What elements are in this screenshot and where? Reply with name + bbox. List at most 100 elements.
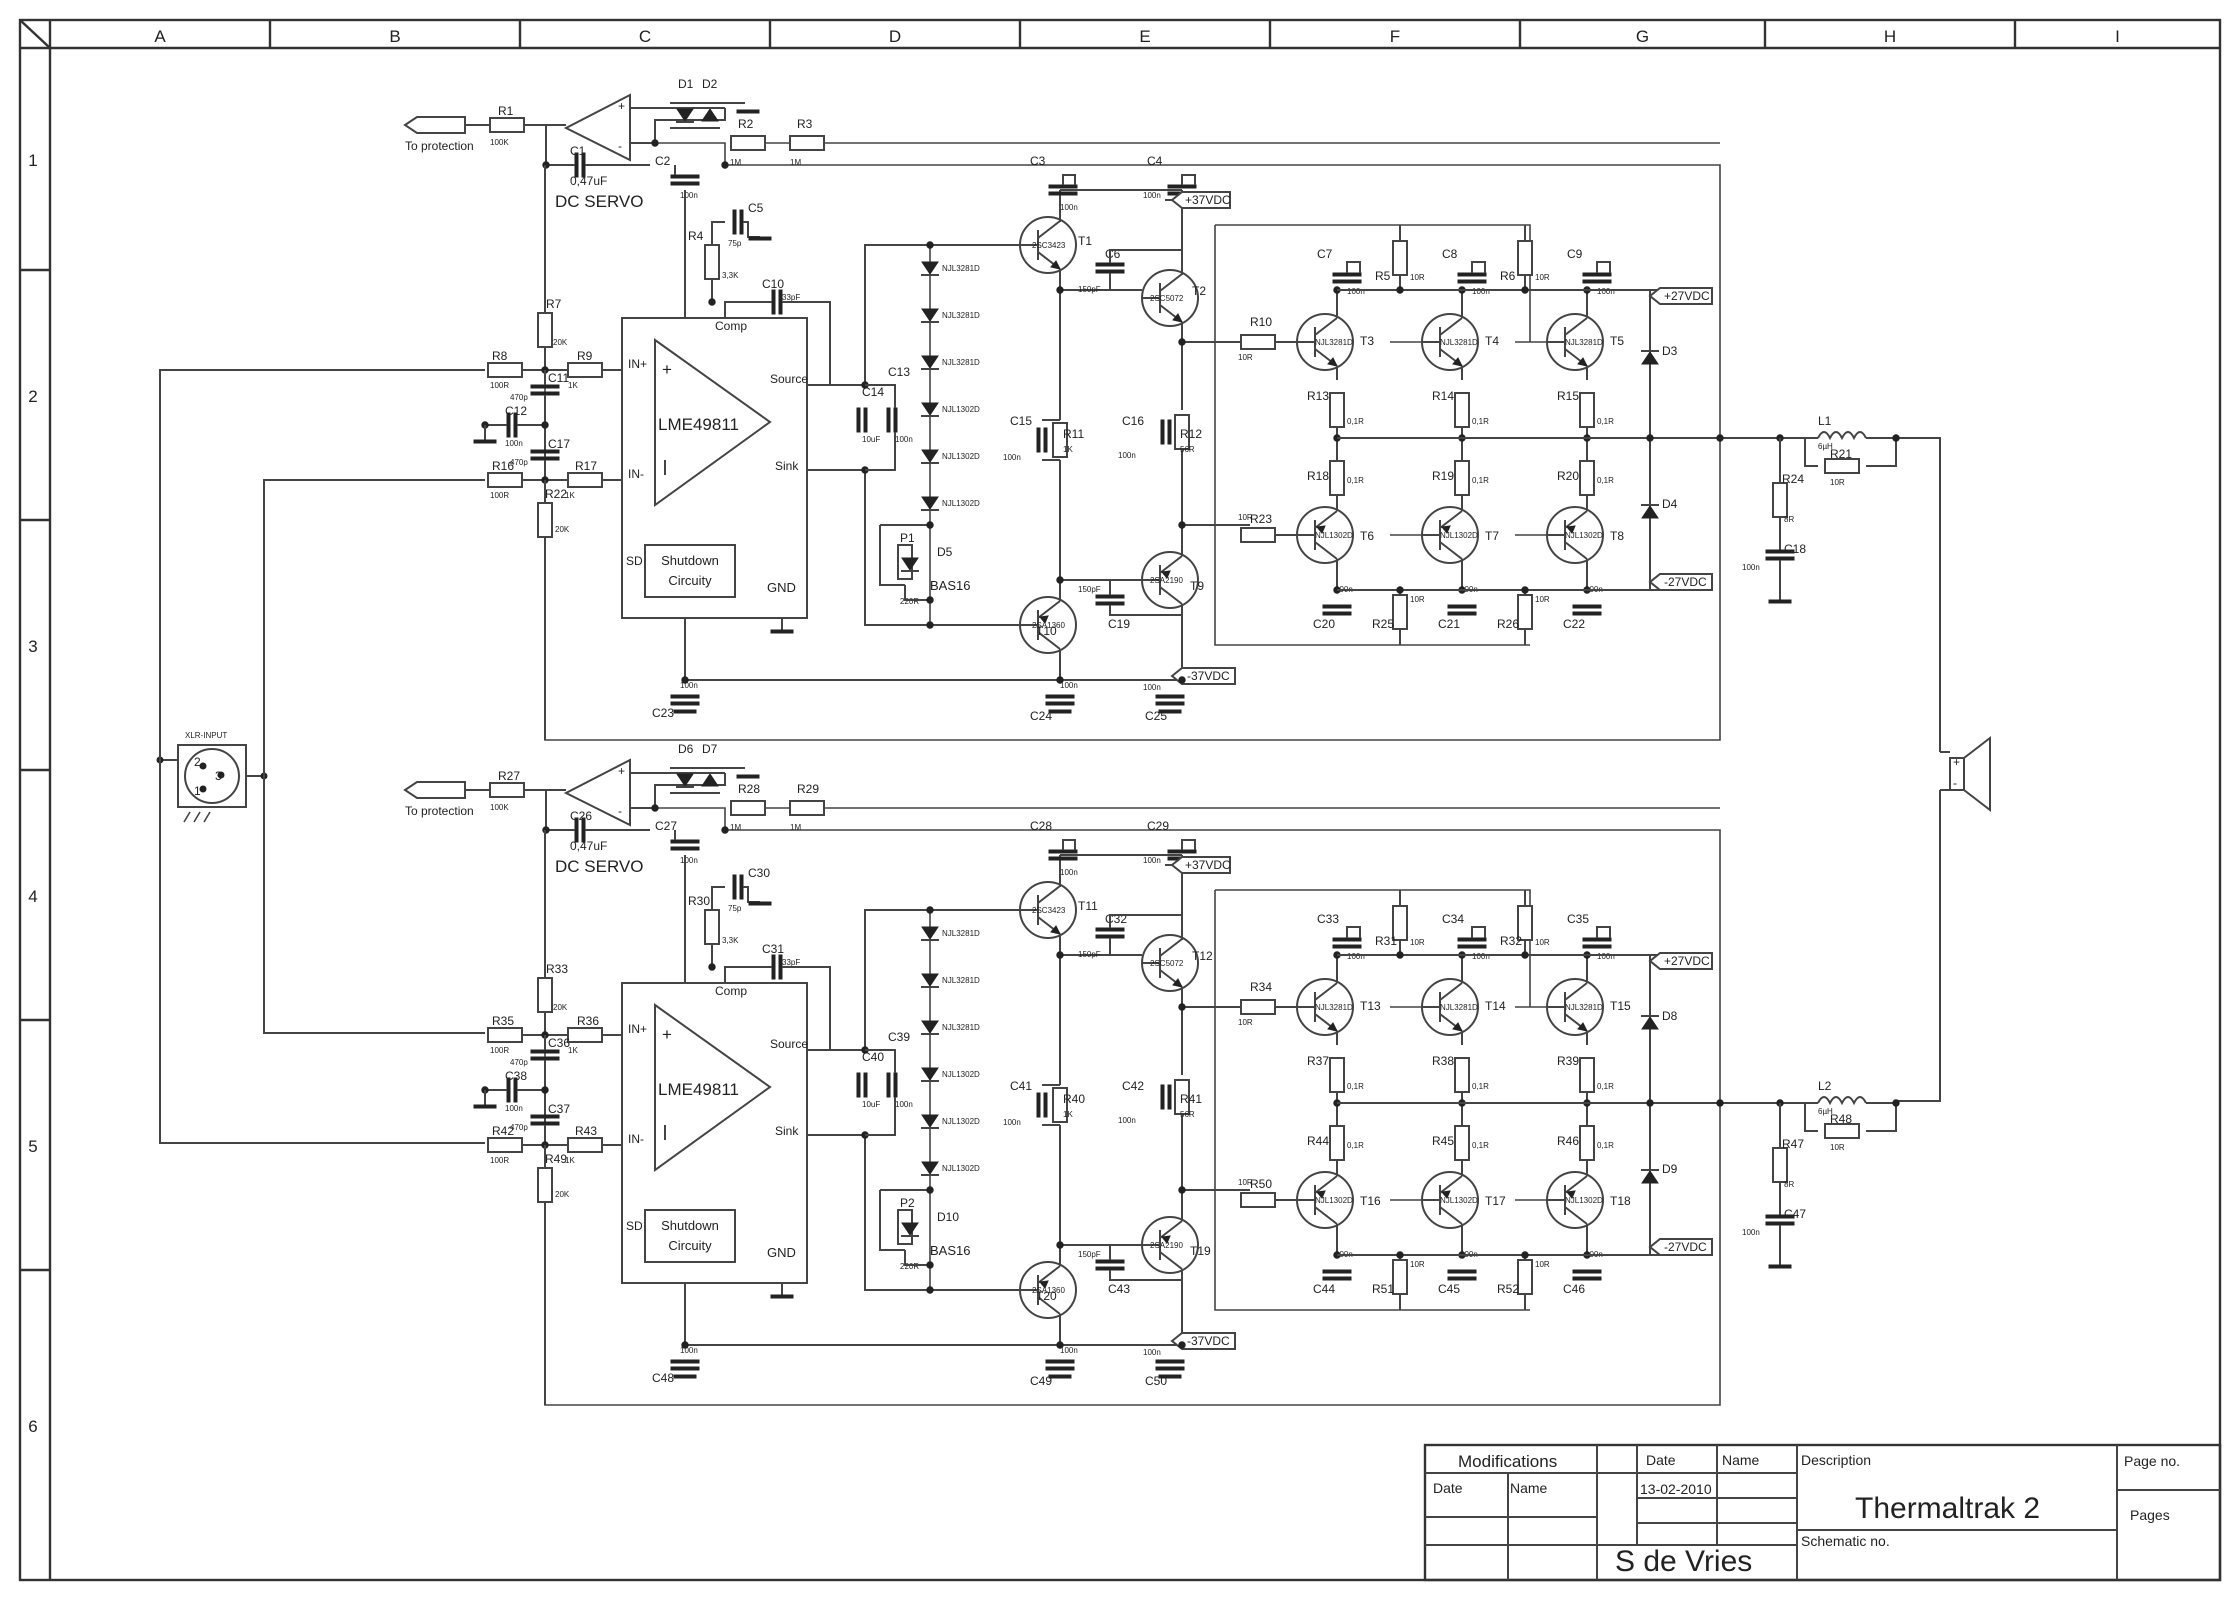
cap-vbe-c14 [856, 1072, 868, 1098]
dc-servo-label: DC SERVO [555, 857, 644, 876]
res-servo-in [489, 782, 525, 798]
t9-part: 2SA2190 [1150, 576, 1183, 585]
out-t-top-1: T13 [1360, 999, 1381, 1013]
servo-res-in-val: 100K [490, 803, 509, 812]
drv-c6-val: 150pF [1078, 950, 1101, 959]
out-trans-top-2 [1421, 313, 1479, 371]
res-fb2 [567, 472, 603, 488]
out-rc-top-val-1: 10R [1410, 938, 1425, 947]
res-drv-r12 [1174, 414, 1190, 450]
shutdown-line-1: Shutdown [661, 1218, 719, 1233]
servo-res-a-ref: R28 [738, 782, 760, 796]
out-cap-bot-ref-3: C22 [1563, 617, 1585, 631]
servo-res-in-ref: R27 [498, 769, 520, 783]
input-wiring [159, 369, 485, 1144]
out-trans-top-3 [1546, 313, 1604, 371]
vbe-diode-6 [921, 496, 939, 511]
sup-c3-ref: C28 [1030, 819, 1052, 833]
cap-drv-c6 [1095, 262, 1125, 274]
neg27-tag [1648, 573, 1713, 591]
zobel-r-val: 10R [1830, 1143, 1845, 1152]
out-re-bot-ref-2: R19 [1432, 469, 1454, 483]
vbe-diode-part-1: NJL3281D [942, 929, 980, 938]
res-out-base-top [1240, 999, 1276, 1015]
t2-part: 2SC5072 [1150, 959, 1184, 968]
sup-c24-ref: C49 [1030, 1374, 1052, 1388]
in-r-in-val: 100R [490, 381, 509, 390]
servo-diode-1 [676, 108, 694, 123]
mod-name-header: Name [1510, 1480, 1548, 1496]
out-rb-top-val: 10R [1238, 353, 1253, 362]
in-r-fb-ref: R16 [492, 459, 514, 473]
out-re-bot-val-1: 0,1R [1347, 476, 1364, 485]
comp-c5-ref: C5 [748, 201, 764, 215]
speaker-minus: - [1953, 776, 1957, 790]
out-re-top-ref-2: R38 [1432, 1054, 1454, 1068]
shutdown-line-1: Shutdown [661, 553, 719, 568]
dc-servo-label: DC SERVO [555, 192, 644, 211]
vbe-diode-4 [921, 402, 939, 417]
chip-source: Source [770, 372, 808, 386]
vbe-diode-part-2: NJL3281D [942, 976, 980, 985]
res-ser [567, 362, 603, 378]
out-part-bot-2: NJL1302D [1440, 1196, 1478, 1205]
zobel-r-ref: R48 [1830, 1112, 1852, 1126]
servo-res-a-val: 1M [730, 158, 741, 167]
in-r-in-ref: R35 [492, 1014, 514, 1028]
out-part-top-1: NJL3281D [1315, 338, 1353, 347]
servo-minus: - [618, 139, 622, 153]
t10-ref: T10 [1036, 624, 1057, 638]
neg37-label: -37VDC [1187, 1334, 1230, 1348]
zobel-l-val: 6µH [1818, 1107, 1833, 1116]
vbe-c13-ref: C13 [888, 365, 910, 379]
vbe-diode-5 [921, 1114, 939, 1129]
output-inductor [1817, 431, 1867, 441]
comp-c10-val: 33pF [782, 958, 800, 967]
drv-c16-val: 100n [1118, 451, 1136, 460]
cap-vbe-c13 [886, 1072, 898, 1098]
zobel-c-ref: C47 [1784, 1207, 1806, 1221]
out-rc-top-ref-1: R5 [1375, 269, 1391, 283]
vbe-diode-part-2: NJL3281D [942, 311, 980, 320]
servo-c2-ref: C27 [655, 819, 677, 833]
pos37-label: +37VDC [1185, 193, 1231, 207]
drv-c15-val: 100n [1003, 1118, 1021, 1127]
in-r-in-ref: R8 [492, 349, 508, 363]
servo-diode-2 [701, 107, 719, 122]
out-cap-top-3 [1582, 272, 1612, 284]
out-cap-top-ref-3: C35 [1567, 912, 1589, 926]
vbe-diode-part-4: NJL1302D [942, 405, 980, 414]
out-cap-top-val-1: 100n [1347, 952, 1365, 961]
sup-c25-val: 100n [1143, 683, 1161, 692]
drv-r11-val: 1K [1063, 1110, 1073, 1119]
out-t-bot-2: T7 [1485, 529, 1499, 543]
column-label-I: I [2115, 27, 2120, 46]
out-trans-bot-1 [1296, 1171, 1354, 1229]
out-t-bot-1: T6 [1360, 529, 1374, 543]
in-r-ser-ref: R36 [577, 1014, 599, 1028]
zobel-c-val: 100n [1742, 563, 1760, 572]
row-label-4: 4 [28, 887, 37, 906]
neg37-label: -37VDC [1187, 669, 1230, 683]
out-re-top-val-3: 0,1R [1597, 417, 1614, 426]
out-re-top-3 [1579, 1057, 1595, 1093]
out-cap-top-ref-2: C8 [1442, 247, 1458, 261]
t10-part: 2SA1360 [1032, 1286, 1065, 1295]
t9-part: 2SA2190 [1150, 1241, 1183, 1250]
out-trans-bot-1 [1296, 506, 1354, 564]
servo-c1-ref: C1 [570, 144, 586, 158]
out-rb-top-ref: R10 [1250, 315, 1272, 329]
speaker: + - [1896, 437, 1991, 1102]
protection-label: To protection [405, 139, 474, 153]
res-comp [704, 244, 720, 280]
page-no-label: Page no. [2124, 1453, 2180, 1469]
res-in-bot [537, 1167, 553, 1203]
chip-amp-triangle [654, 338, 772, 507]
protection-connector [403, 116, 466, 134]
out-rc-bot-1 [1392, 594, 1408, 630]
res-zobel-shunt [1772, 482, 1788, 518]
servo-res-b-ref: R29 [797, 782, 819, 796]
out-cap-top-val-2: 100n [1472, 952, 1490, 961]
t10-ref: T20 [1036, 1289, 1057, 1303]
vbe-c14-val: 10uF [862, 1100, 880, 1109]
